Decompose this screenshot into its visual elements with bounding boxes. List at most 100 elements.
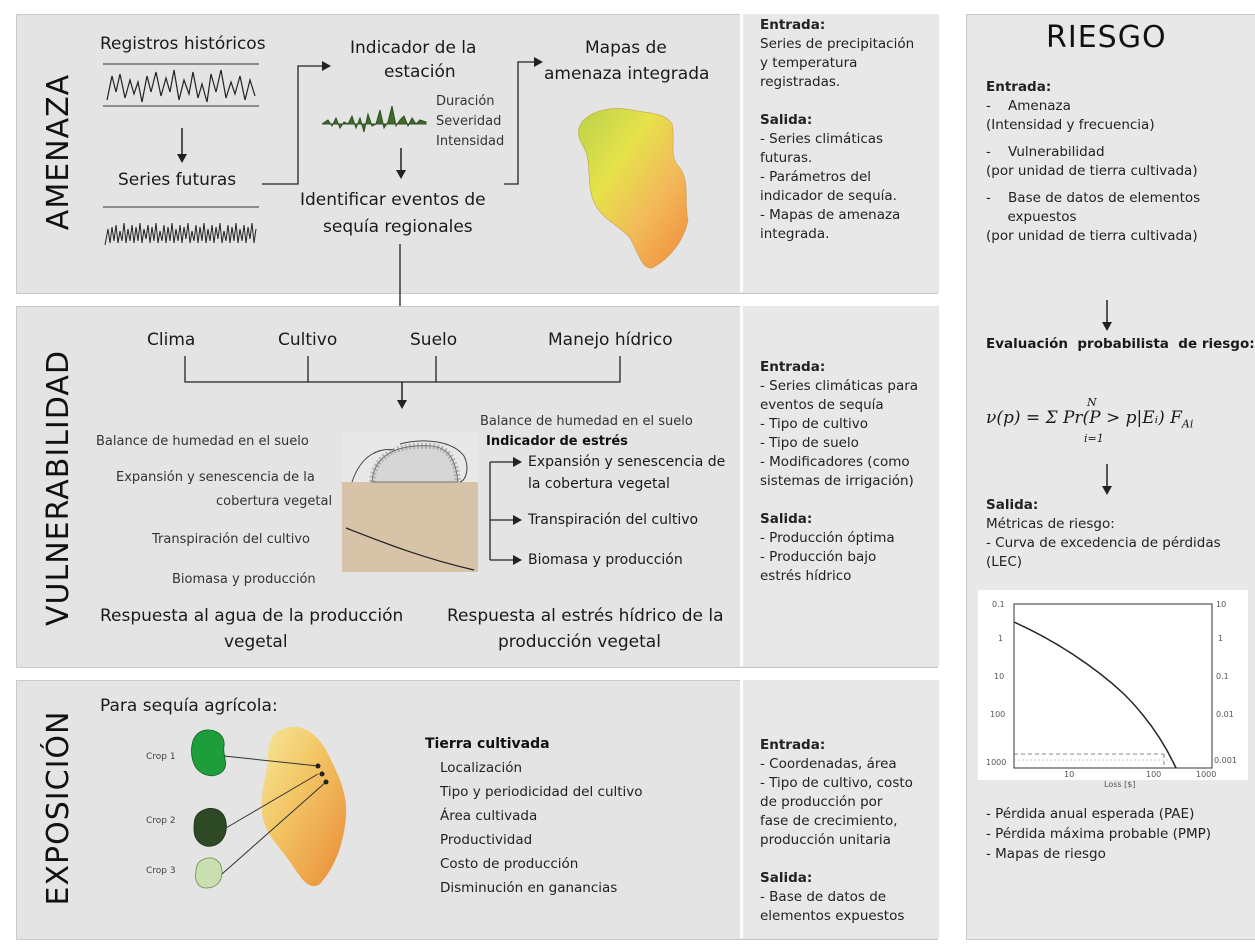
riesgo-salida-line: - Curva de excedencia de pérdidas	[986, 535, 1221, 551]
factor-clima: Clima	[147, 330, 196, 350]
amenaza-io-box	[740, 14, 939, 292]
factor-cultivo: Cultivo	[278, 330, 338, 350]
lec-yleft-3: 100	[990, 710, 1006, 719]
crop-1-label: Crop 1	[146, 752, 176, 762]
historic-series-graph	[103, 63, 259, 107]
vuln-entrada-line: - Series climáticas para	[760, 378, 919, 394]
riesgo-entrada-line: - Base de datos de elementos	[986, 190, 1201, 206]
tierra-item: Disminución en ganancias	[440, 880, 618, 896]
vulnerabilidad-io: Entrada: - Series climáticas para evento…	[760, 358, 938, 586]
crop-exposure-diagram	[191, 726, 347, 889]
riesgo-metrics: - Pérdida anual esperada (PAE) - Pérdida…	[986, 804, 1252, 864]
vuln-salida-line: - Producción bajo	[760, 549, 877, 565]
factors-merge-lines	[184, 356, 621, 409]
factor-suelo: Suelo	[410, 330, 458, 350]
series-futuras-label: Series futuras	[118, 170, 237, 190]
lec-yright-3: 0.01	[1216, 710, 1234, 719]
riesgo-entrada: Entrada: - Amenaza (Intensidad y frecuen…	[986, 78, 1252, 246]
lec-x-1: 100	[1146, 770, 1162, 779]
bracket-to-indicador	[262, 61, 331, 185]
vuln-entrada-label: Entrada:	[760, 359, 826, 375]
indicador-graph	[321, 105, 427, 133]
amenaza-entrada-line: y temperatura	[760, 55, 858, 71]
vuln-entrada-line: sistemas de irrigación)	[760, 473, 914, 489]
riesgo-arrow-down-2	[1102, 464, 1112, 495]
right-item-biomasa: Biomasa y producción	[528, 552, 683, 568]
riesgo-salida-label: Salida:	[986, 497, 1039, 513]
riesgo-salida: Salida: Métricas de riesgo: - Curva de e…	[986, 496, 1252, 572]
soil-profile-diagram	[342, 432, 478, 572]
lec-yright-2: 0.1	[1216, 672, 1229, 681]
lec-yleft-2: 10	[994, 672, 1005, 681]
riesgo-title: RIESGO	[1046, 20, 1167, 55]
riesgo-salida-line: Métricas de riesgo:	[986, 516, 1115, 532]
exposicion-io-box	[740, 680, 939, 938]
vulnerabilidad-title: VULNERABILIDAD	[41, 350, 76, 626]
tierra-item: Área cultivada	[440, 808, 538, 824]
hazard-map	[578, 108, 689, 269]
riesgo-salida-line: (LEC)	[986, 554, 1023, 570]
lec-curve	[1013, 603, 1213, 769]
amenaza-entrada-line: Series de precipitación	[760, 36, 915, 52]
vuln-salida-line: - Producción óptima	[760, 530, 895, 546]
crop-3-label: Crop 3	[146, 866, 176, 876]
registros-historicos-label: Registros históricos	[100, 34, 266, 54]
exposicion-title: EXPOSICIÓN	[41, 710, 76, 906]
lec-x-0: 10	[1064, 770, 1075, 779]
tierra-items: Localización Tipo y periodicidad del cul…	[440, 756, 643, 900]
metric-intensidad: Intensidad	[436, 134, 505, 149]
right-branch-arrows	[489, 457, 522, 565]
riesgo-metric: - Pérdida máxima probable (PMP)	[986, 826, 1212, 842]
formula-sub2: Ai	[1181, 417, 1194, 431]
lec-yleft-1: 1	[998, 634, 1004, 643]
expo-salida-line: elementos expuestos	[760, 908, 905, 924]
riesgo-entrada-line: (por unidad de tierra cultivada)	[986, 163, 1198, 179]
mapas-label-1: Mapas de	[585, 38, 667, 58]
amenaza-io: Entrada: Series de precipitación y tempe…	[760, 16, 935, 244]
amenaza-salida-line: indicador de sequía.	[760, 188, 897, 204]
metric-severidad: Severidad	[436, 114, 502, 129]
indicador-label-1: Indicador de la	[350, 38, 477, 58]
identificar-label-1: Identificar eventos de	[300, 190, 486, 210]
left-item-transpiracion: Transpiración del cultivo	[152, 532, 310, 547]
amenaza-title: AMENAZA	[41, 73, 76, 231]
vuln-entrada-line: - Modificadores (como	[760, 454, 910, 470]
respuesta-estres-1: Respuesta al estrés hídrico de la	[447, 606, 724, 626]
vulnerabilidad-io-box	[740, 306, 939, 666]
amenaza-entrada-label: Entrada:	[760, 17, 826, 33]
respuesta-agua-1: Respuesta al agua de la producción	[100, 606, 404, 626]
expo-entrada-line: de producción por	[760, 794, 883, 810]
respuesta-agua-2: vegetal	[224, 632, 288, 652]
amenaza-salida-line: - Series climáticas	[760, 131, 884, 147]
expo-entrada-line: - Coordenadas, área	[760, 756, 897, 772]
amenaza-entrada-line: registradas.	[760, 74, 841, 90]
riesgo-entrada-line: - Vulnerabilidad	[986, 144, 1105, 160]
right-item-expansion-2: la cobertura vegetal	[528, 476, 670, 492]
tierra-item: Localización	[440, 760, 523, 776]
identificar-label-2: sequía regionales	[323, 217, 473, 237]
right-item-transpiracion: Transpiración del cultivo	[528, 512, 699, 528]
arrow-down-1	[177, 128, 187, 163]
expo-entrada-line: fase de crecimiento,	[760, 813, 898, 829]
vuln-salida-line: estrés hídrico	[760, 568, 852, 584]
mapas-label-2: amenaza integrada	[544, 64, 710, 84]
lec-yright-0: 10	[1216, 600, 1227, 609]
formula-sup: N	[1087, 396, 1097, 409]
riesgo-metric: - Mapas de riesgo	[986, 846, 1106, 862]
riesgo-entrada-line: expuestos	[986, 209, 1077, 225]
left-item-biomasa: Biomasa y producción	[172, 572, 316, 587]
expo-salida-label: Salida:	[760, 870, 813, 886]
riesgo-entrada-line: (Intensidad y frecuencia)	[986, 117, 1155, 133]
expo-entrada-line: - Tipo de cultivo, costo	[760, 775, 913, 791]
riesgo-panel	[966, 14, 1255, 940]
lec-yleft-0: 0.1	[992, 600, 1005, 609]
riesgo-entrada-line: (por unidad de tierra cultivada)	[986, 228, 1198, 244]
tierra-cultivada-label: Tierra cultivada	[425, 736, 550, 752]
crop-2-label: Crop 2	[146, 816, 176, 826]
amenaza-salida-line: - Mapas de amenaza	[760, 207, 901, 223]
expo-salida-line: - Base de datos de	[760, 889, 887, 905]
lec-yright-4: 0.001	[1214, 756, 1237, 765]
factor-manejo: Manejo hídrico	[548, 330, 673, 350]
formula-main: ν(p) = Σ Pr(P > p|Eᵢ) F	[986, 408, 1182, 428]
left-item-balance: Balance de humedad en el suelo	[96, 434, 309, 449]
